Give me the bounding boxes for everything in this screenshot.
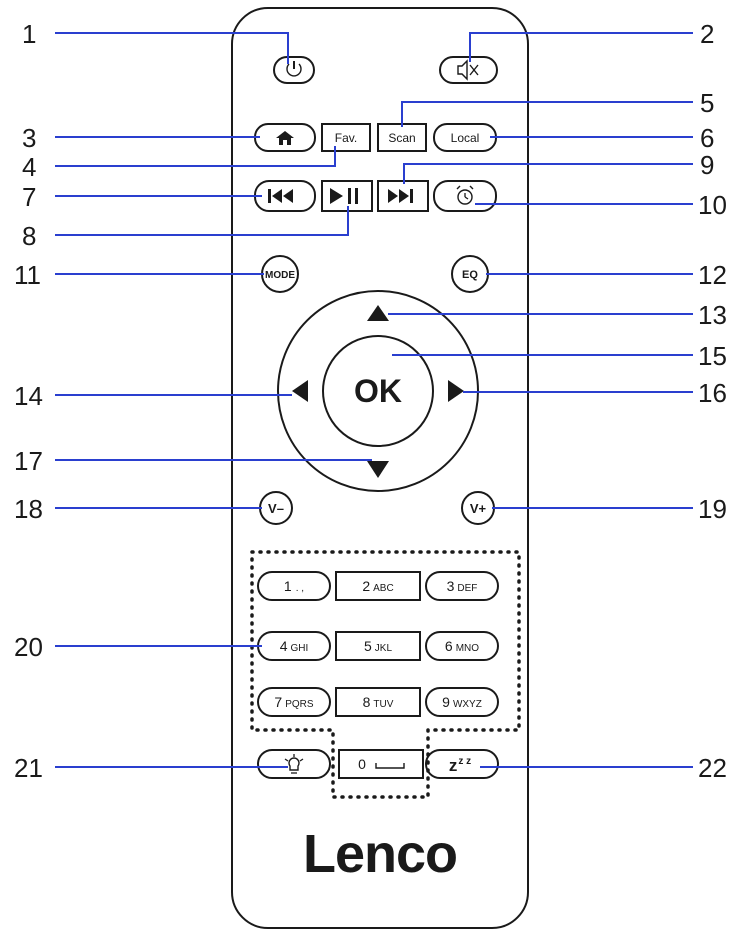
callout-14: 14 bbox=[14, 381, 43, 411]
callout-18: 18 bbox=[14, 494, 43, 524]
scan-button[interactable]: Scan bbox=[377, 123, 427, 152]
callout-16: 16 bbox=[698, 378, 727, 408]
home-button[interactable] bbox=[254, 123, 316, 152]
scan-button-label: Scan bbox=[388, 131, 415, 145]
callout-4: 4 bbox=[22, 152, 36, 182]
callout-2: 2 bbox=[700, 19, 714, 49]
alarm-clock-icon bbox=[456, 185, 474, 205]
callout-8: 8 bbox=[22, 221, 36, 251]
sleep-button-label: z bbox=[449, 756, 458, 775]
callout-3: 3 bbox=[22, 123, 36, 153]
left-arrow-icon[interactable] bbox=[292, 380, 308, 402]
mode-button[interactable]: MODE bbox=[261, 255, 299, 293]
callout-15: 15 bbox=[698, 341, 727, 371]
callout-numbers: 1 2 3 4 5 6 7 8 9 10 11 12 13 14 15 16 1… bbox=[14, 19, 727, 783]
callout-6: 6 bbox=[700, 123, 714, 153]
fav-button[interactable]: Fav. bbox=[321, 123, 371, 152]
volume-down-button[interactable]: V– bbox=[259, 491, 293, 525]
mode-button-label: MODE bbox=[265, 270, 295, 281]
skip-back-icon bbox=[268, 189, 293, 203]
eq-button[interactable]: EQ bbox=[451, 255, 489, 293]
next-button[interactable] bbox=[377, 180, 429, 212]
callout-22: 22 bbox=[698, 753, 727, 783]
power-icon bbox=[286, 61, 302, 77]
local-button[interactable]: Local bbox=[433, 123, 497, 152]
callout-17: 17 bbox=[14, 446, 43, 476]
up-arrow-icon[interactable] bbox=[367, 305, 389, 321]
callout-19: 19 bbox=[698, 494, 727, 524]
power-button[interactable] bbox=[273, 56, 315, 84]
leader-lines bbox=[55, 32, 693, 768]
callout-21: 21 bbox=[14, 753, 43, 783]
callout-7: 7 bbox=[22, 182, 36, 212]
volume-down-label: V– bbox=[268, 501, 284, 516]
key-0-label: 0 bbox=[358, 756, 366, 772]
mute-icon bbox=[457, 59, 479, 81]
space-icon bbox=[375, 763, 405, 769]
light-bulb-icon bbox=[284, 754, 304, 774]
light-button[interactable] bbox=[257, 749, 331, 779]
alarm-button[interactable] bbox=[433, 180, 497, 212]
ok-button-label: OK bbox=[354, 373, 402, 409]
callout-12: 12 bbox=[698, 260, 727, 290]
volume-up-label: V+ bbox=[470, 501, 487, 516]
keypad-dotted-outline bbox=[250, 550, 521, 799]
eq-button-label: EQ bbox=[462, 269, 478, 281]
home-icon bbox=[276, 131, 294, 145]
svg-text:zz z: zz z bbox=[449, 756, 471, 775]
callout-5: 5 bbox=[700, 88, 714, 118]
key-1[interactable]: 1. , bbox=[257, 571, 331, 601]
skip-forward-icon bbox=[388, 189, 413, 203]
right-arrow-icon[interactable] bbox=[448, 380, 464, 402]
key-0[interactable]: 0 bbox=[338, 749, 424, 779]
fav-button-label: Fav. bbox=[335, 131, 357, 145]
callout-1: 1 bbox=[22, 19, 36, 49]
remote-body bbox=[231, 7, 529, 929]
mute-button[interactable] bbox=[439, 56, 498, 84]
ok-button[interactable]: OK bbox=[322, 335, 434, 447]
play-pause-icon bbox=[330, 188, 358, 204]
callout-9: 9 bbox=[700, 150, 714, 180]
callout-11: 11 bbox=[14, 260, 41, 290]
local-button-label: Local bbox=[451, 131, 480, 145]
svg-text:1. ,: 1. , bbox=[284, 578, 304, 594]
previous-button[interactable] bbox=[254, 180, 316, 212]
sleep-button[interactable]: zz z bbox=[425, 749, 499, 779]
callout-13: 13 bbox=[698, 300, 727, 330]
volume-up-button[interactable]: V+ bbox=[461, 491, 495, 525]
brand-logo: Lenco bbox=[303, 824, 457, 884]
down-arrow-icon[interactable] bbox=[367, 461, 389, 478]
callout-20: 20 bbox=[14, 632, 43, 662]
callout-10: 10 bbox=[698, 190, 727, 220]
